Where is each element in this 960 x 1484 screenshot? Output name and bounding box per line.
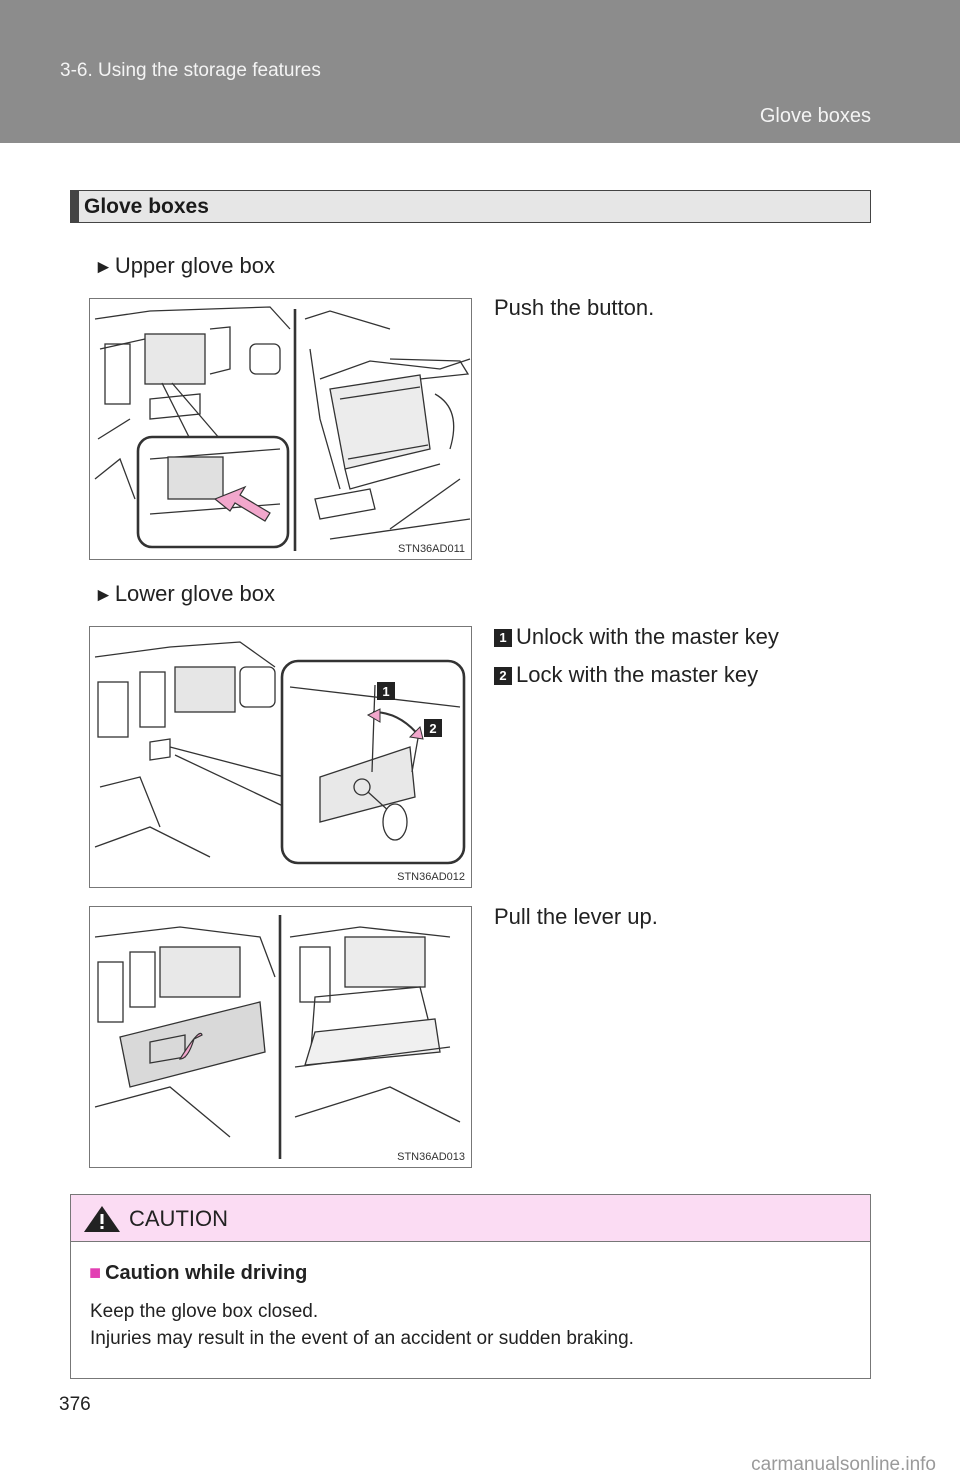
marker-label-1: 1 bbox=[382, 684, 389, 699]
square-bullet-icon: ■ bbox=[89, 1262, 102, 1284]
step-number-badge: 2 bbox=[494, 667, 512, 685]
header-section-title: 3-6. Using the storage features bbox=[60, 60, 321, 81]
upper-heading-text: Upper glove box bbox=[114, 253, 276, 278]
lower-heading: ►Lower glove box bbox=[94, 581, 275, 607]
triangle-right-icon: ► bbox=[94, 257, 113, 278]
header-band: 3-6. Using the storage features Glove bo… bbox=[0, 0, 960, 143]
lower-figure-code-2: STN36AD013 bbox=[397, 1151, 465, 1163]
caution-line: Injuries may result in the event of an a… bbox=[90, 1328, 634, 1349]
caution-line: Keep the glove box closed. bbox=[90, 1301, 319, 1322]
marker-label-2: 2 bbox=[429, 721, 436, 736]
page-number: 376 bbox=[59, 1394, 91, 1415]
lower-instruction: Pull the lever up. bbox=[494, 904, 658, 929]
lower-glove-box-lever-drawing bbox=[94, 915, 461, 1159]
section-marker bbox=[71, 191, 79, 222]
lower-glove-box-key-drawing: 1 2 bbox=[94, 641, 466, 865]
step-text: Unlock with the master key bbox=[516, 624, 779, 649]
section-heading: Glove boxes bbox=[70, 190, 871, 223]
step-text: Lock with the master key bbox=[516, 662, 759, 687]
triangle-right-icon: ► bbox=[94, 585, 113, 606]
lower-figure-code-1: STN36AD012 bbox=[397, 871, 465, 883]
caution-label: CAUTION bbox=[129, 1206, 228, 1231]
step-number-badge: 1 bbox=[494, 629, 512, 647]
lower-glove-box-key-illustration: 1 2 STN36AD012 bbox=[89, 626, 472, 888]
lower-glove-box-lever-illustration: STN36AD013 bbox=[89, 906, 472, 1168]
caution-box: CAUTION ■Caution while driving Keep the … bbox=[70, 1194, 871, 1379]
watermark: carmanualsonline.info bbox=[751, 1454, 936, 1475]
lower-heading-text: Lower glove box bbox=[114, 581, 276, 606]
caution-header: CAUTION bbox=[71, 1195, 870, 1242]
upper-heading: ►Upper glove box bbox=[94, 253, 275, 279]
section-title: Glove boxes bbox=[84, 195, 209, 218]
upper-glove-box-illustration: STN36AD011 bbox=[89, 298, 472, 560]
upper-glove-box-drawing bbox=[94, 306, 471, 551]
upper-instruction: Push the button. bbox=[494, 295, 655, 320]
header-topic: Glove boxes bbox=[759, 105, 871, 127]
caution-subheading: ■Caution while driving bbox=[89, 1262, 307, 1285]
warning-icon bbox=[84, 1206, 120, 1232]
upper-figure-code: STN36AD011 bbox=[397, 543, 465, 555]
caution-subheading-text: Caution while driving bbox=[105, 1262, 308, 1284]
